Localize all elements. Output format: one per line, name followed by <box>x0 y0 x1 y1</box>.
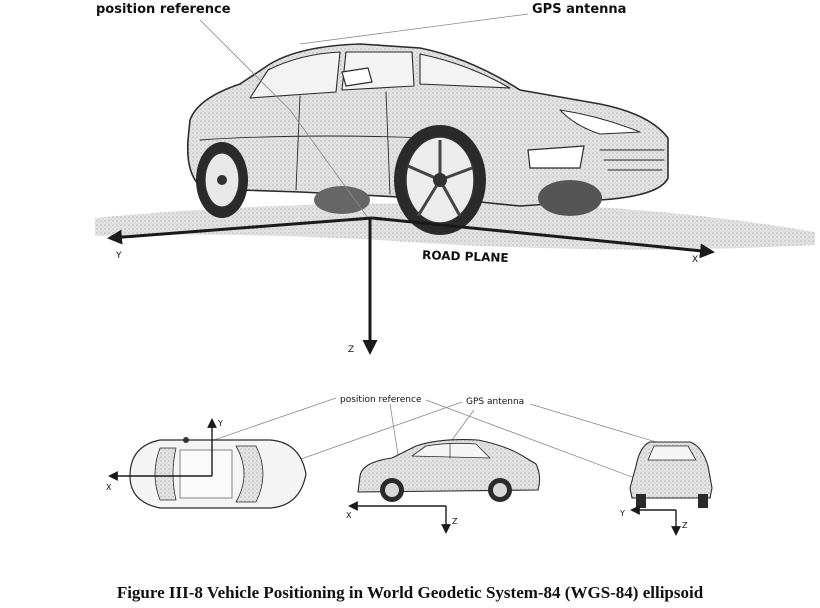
main-gps-antenna-leader <box>299 13 529 45</box>
side-view-axis-x-label: X <box>346 511 352 520</box>
top-view-gps-antenna <box>183 437 189 443</box>
main-car-far-wheel <box>538 180 602 216</box>
main-position-reference-leader <box>199 19 369 219</box>
front-view: Y Z <box>619 441 713 536</box>
side-view: X Z <box>346 439 541 534</box>
leader-position-ref-to-front <box>425 399 641 481</box>
side-view-axis-z-label: Z <box>452 517 458 526</box>
main-car-far-rear-wheel <box>314 186 370 214</box>
figure-caption: Figure III-8 Vehicle Positioning in Worl… <box>116 583 704 602</box>
leader-position-ref-to-top <box>213 397 337 441</box>
main-position-reference-label: position reference <box>96 2 231 17</box>
top-view-axis-x-label: X <box>106 483 112 492</box>
front-view-axis-y-label: Y <box>619 509 625 518</box>
front-view-left-tire <box>636 494 646 508</box>
front-view-right-tire <box>698 494 708 508</box>
main-axis-z-label: Z <box>348 345 354 355</box>
main-car-side-window-rear <box>249 51 341 99</box>
main-view: position reference GPS antenna ROAD PLAN… <box>95 2 815 355</box>
small-gps-antenna-label: GPS antenna <box>466 397 524 407</box>
main-y-axis <box>107 216 373 245</box>
main-road-plane-label: ROAD PLANE <box>422 248 509 265</box>
top-view-windshield <box>235 445 264 503</box>
top-view-rear-window <box>154 447 177 501</box>
main-gps-antenna-label: GPS antenna <box>532 2 626 17</box>
leader-gps-to-top <box>269 401 463 471</box>
main-car-rear-wheel <box>196 142 248 218</box>
main-car-fog-light <box>527 145 585 169</box>
front-view-windshield <box>647 445 697 461</box>
main-car-front-wheel <box>394 125 486 235</box>
main-x-axis <box>371 216 715 259</box>
top-view-axis-y-label: Y <box>217 419 223 428</box>
side-view-rear-wheel <box>380 478 404 502</box>
leader-gps-to-front <box>529 403 677 449</box>
side-view-car-body <box>357 439 541 493</box>
front-view-axis-z-label: Z <box>682 521 688 530</box>
main-car-mirror <box>341 67 373 87</box>
main-axis-x-label: X <box>692 255 698 265</box>
main-car-windshield <box>419 53 511 89</box>
side-view-windows <box>411 442 491 459</box>
main-axis-y-label: Y <box>115 251 122 261</box>
top-view: X Y <box>106 418 307 509</box>
small-position-reference-label: position reference <box>340 395 422 405</box>
side-view-front-wheel <box>488 478 512 502</box>
main-car-headlight <box>559 109 641 135</box>
main-car <box>186 43 669 235</box>
top-view-roof <box>179 449 233 499</box>
